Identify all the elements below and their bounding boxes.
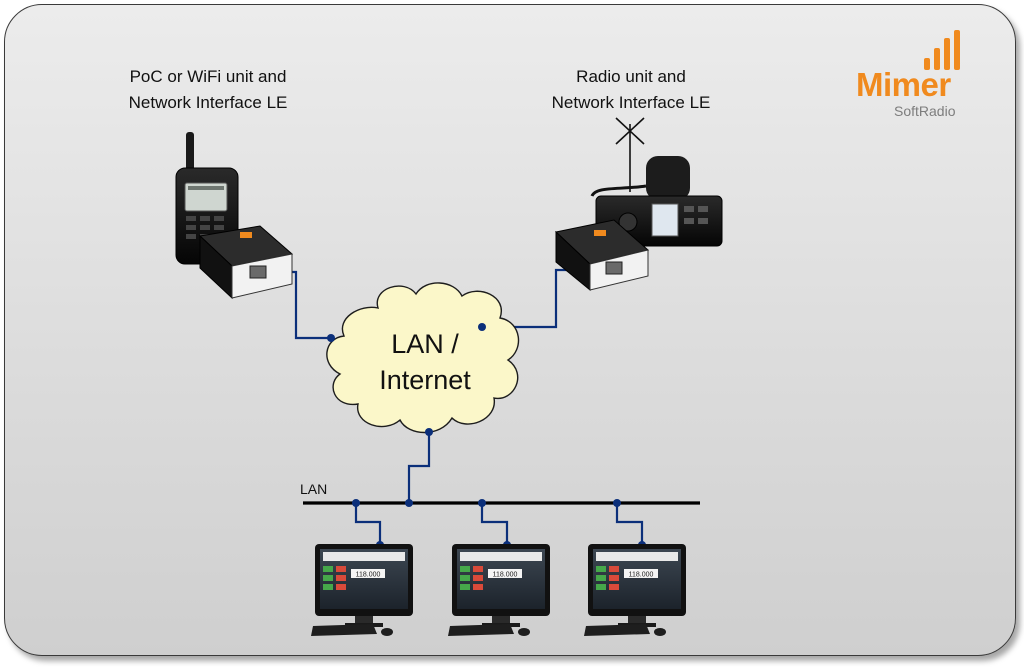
monitor-icon: 118.000 bbox=[315, 544, 413, 627]
dot-bus-cloud bbox=[405, 499, 413, 507]
radio-label-line2: Network Interface LE bbox=[551, 93, 711, 112]
dot-cloud-bottom bbox=[425, 428, 433, 436]
network-interface-box-icon bbox=[554, 219, 650, 292]
operator-workstation-1: 118.000 bbox=[311, 544, 413, 636]
ws2-cable bbox=[480, 503, 509, 545]
frequency-readout: 118.000 bbox=[356, 572, 381, 579]
poc-label-line1: PoC or WiFi unit and bbox=[129, 67, 287, 86]
cloud-label-line1: LAN / bbox=[391, 329, 459, 359]
frequency-readout: 118.000 bbox=[493, 572, 518, 579]
operator-workstation-2: 118.000 bbox=[448, 544, 550, 636]
lan-bus-label: LAN bbox=[300, 481, 328, 497]
dot-bus-ws2 bbox=[478, 499, 486, 507]
cloud-label-line2: Internet bbox=[379, 365, 471, 395]
antenna-icon bbox=[615, 117, 645, 192]
logo-subtitle: SoftRadio bbox=[894, 103, 956, 119]
dot-cloud-right bbox=[478, 323, 486, 331]
ws3-cable bbox=[615, 503, 644, 545]
ws1-cable bbox=[354, 503, 382, 545]
monitor-icon: 118.000 bbox=[588, 544, 686, 627]
monitor-icon: 118.000 bbox=[452, 544, 550, 627]
lan-internet-cloud bbox=[326, 282, 520, 434]
keyboard-icon bbox=[311, 624, 377, 636]
microphone-icon bbox=[590, 156, 690, 200]
keyboard-icon bbox=[448, 624, 514, 636]
network-interface-box-icon bbox=[198, 225, 294, 300]
mouse-icon bbox=[518, 628, 530, 636]
dot-bus-ws1 bbox=[352, 499, 360, 507]
cloud-to-lan-cable bbox=[407, 432, 431, 503]
mouse-icon bbox=[654, 628, 666, 636]
keyboard-icon bbox=[584, 624, 650, 636]
dot-bus-ws3 bbox=[613, 499, 621, 507]
dot-cloud-left bbox=[327, 334, 335, 342]
radio-label-line1: Radio unit and bbox=[576, 67, 686, 86]
logo-name: Mimer bbox=[856, 66, 951, 103]
frequency-readout: 118.000 bbox=[629, 572, 654, 579]
cloud-label: LAN / Internet bbox=[350, 326, 500, 398]
poc-unit-label: PoC or WiFi unit and Network Interface L… bbox=[108, 64, 308, 116]
poc-radio-with-interface bbox=[175, 132, 294, 300]
operator-workstation-3: 118.000 bbox=[584, 544, 686, 636]
logo-signal-bars-icon bbox=[924, 30, 960, 70]
mouse-icon bbox=[381, 628, 393, 636]
poc-label-line2: Network Interface LE bbox=[128, 93, 288, 112]
radio-unit-label: Radio unit and Network Interface LE bbox=[528, 64, 734, 116]
mobile-radio-with-interface bbox=[554, 117, 723, 292]
